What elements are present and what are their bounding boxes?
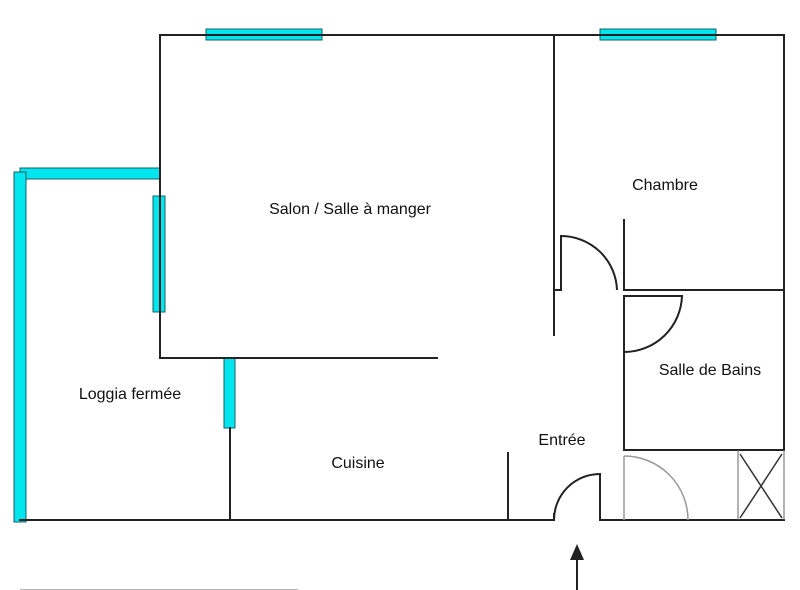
- door-closet-swing: [623, 455, 689, 521]
- label-entree: Entrée: [538, 432, 585, 449]
- label-loggia: Loggia fermée: [79, 386, 181, 403]
- window-loggia-left: [13, 171, 27, 523]
- room-labels: Salon / Salle à manger Chambre Loggia fe…: [79, 177, 761, 472]
- entrance-arrow: [570, 544, 584, 590]
- walls: [19, 34, 785, 521]
- label-salle-de-bains: Salle de Bains: [659, 362, 761, 379]
- label-chambre: Chambre: [632, 177, 698, 194]
- doors: [553, 235, 689, 521]
- label-salon: Salon / Salle à manger: [269, 201, 432, 218]
- window-loggia-top: [19, 167, 161, 180]
- door-chambre-swing: [560, 235, 618, 291]
- arrow-head: [570, 544, 584, 560]
- window-cuisine-left: [223, 357, 236, 429]
- closet-cross: [739, 453, 783, 519]
- door-sdb-swing: [623, 295, 684, 353]
- label-cuisine: Cuisine: [331, 455, 384, 472]
- door-entrance-swing: [553, 473, 601, 521]
- windows: [13, 28, 717, 523]
